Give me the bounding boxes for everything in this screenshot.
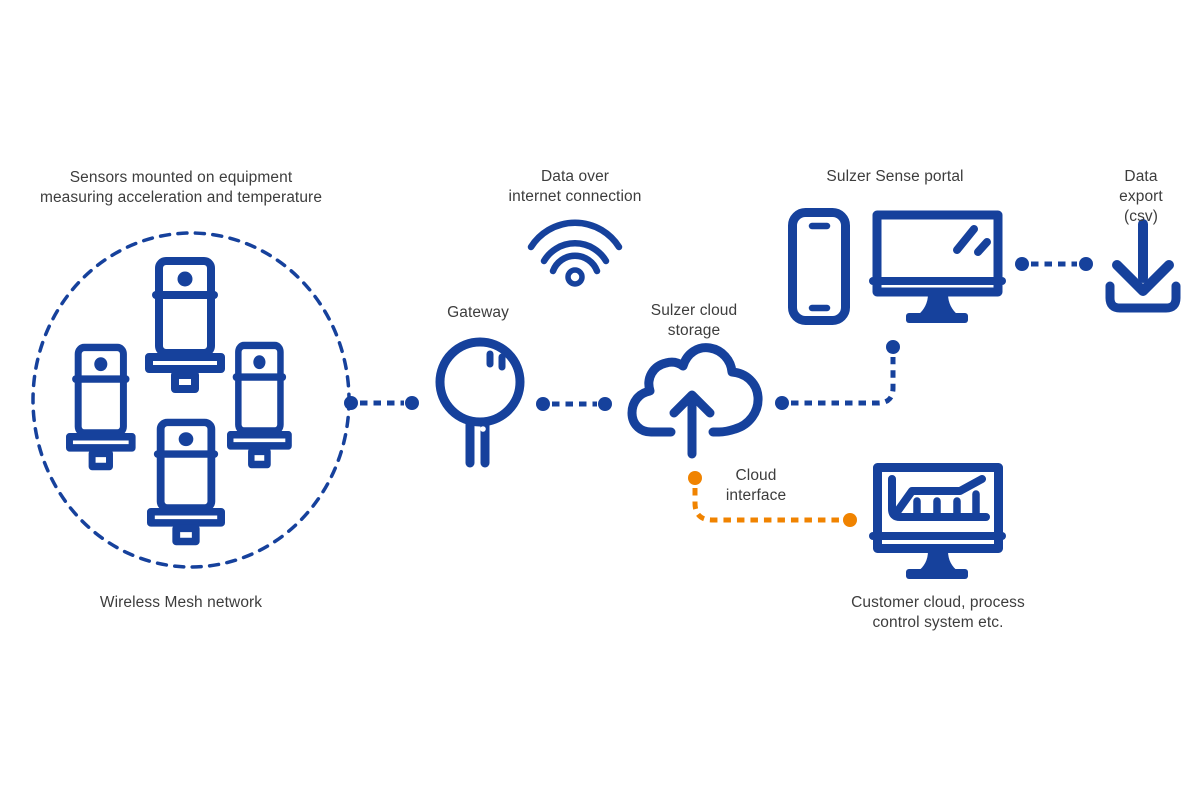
- connector-gateway-cloud: [536, 397, 612, 411]
- monitor-icon: [869, 210, 1006, 323]
- connector-mesh-gateway: [344, 396, 419, 410]
- customer-label: Customer cloud, process control system e…: [851, 594, 1025, 631]
- chart-line: [893, 475, 986, 516]
- upload-arrow-head: [669, 390, 715, 418]
- data-export-label: Data export (csv): [1119, 168, 1163, 225]
- cloud-upload-icon: [627, 343, 763, 459]
- sensors-caption: Sensors mounted on equipment measuring a…: [39, 169, 323, 206]
- gateway-icon: [435, 337, 525, 468]
- sensor-icon: [69, 347, 132, 466]
- connector-cloud-portal: [775, 340, 900, 410]
- wifi-icon: [527, 219, 623, 287]
- smartphone-icon: [788, 208, 850, 325]
- sensor-icon: [149, 261, 221, 389]
- internet-label: Data over internet connection: [508, 168, 642, 205]
- chart-axis: [888, 475, 990, 521]
- sensor-icon: [230, 345, 288, 464]
- screen-shine-icon: [974, 238, 991, 256]
- sensor-group: [69, 261, 288, 541]
- connector-portal-export: [1015, 257, 1093, 271]
- download-icon: [1105, 219, 1181, 313]
- chart-monitor-icon: [869, 463, 1006, 579]
- wireless-mesh-label: Wireless Mesh network: [99, 594, 263, 611]
- connector-cloud-customer: [688, 471, 857, 527]
- cloud-interface-label: Cloud interface: [725, 467, 787, 504]
- cloud-storage-label: Sulzer cloud storage: [650, 302, 738, 339]
- screen-shine-icon: [953, 225, 978, 254]
- portal-label: Sulzer Sense portal: [826, 168, 964, 185]
- gateway-label: Gateway: [447, 304, 509, 321]
- sensor-icon: [151, 422, 221, 541]
